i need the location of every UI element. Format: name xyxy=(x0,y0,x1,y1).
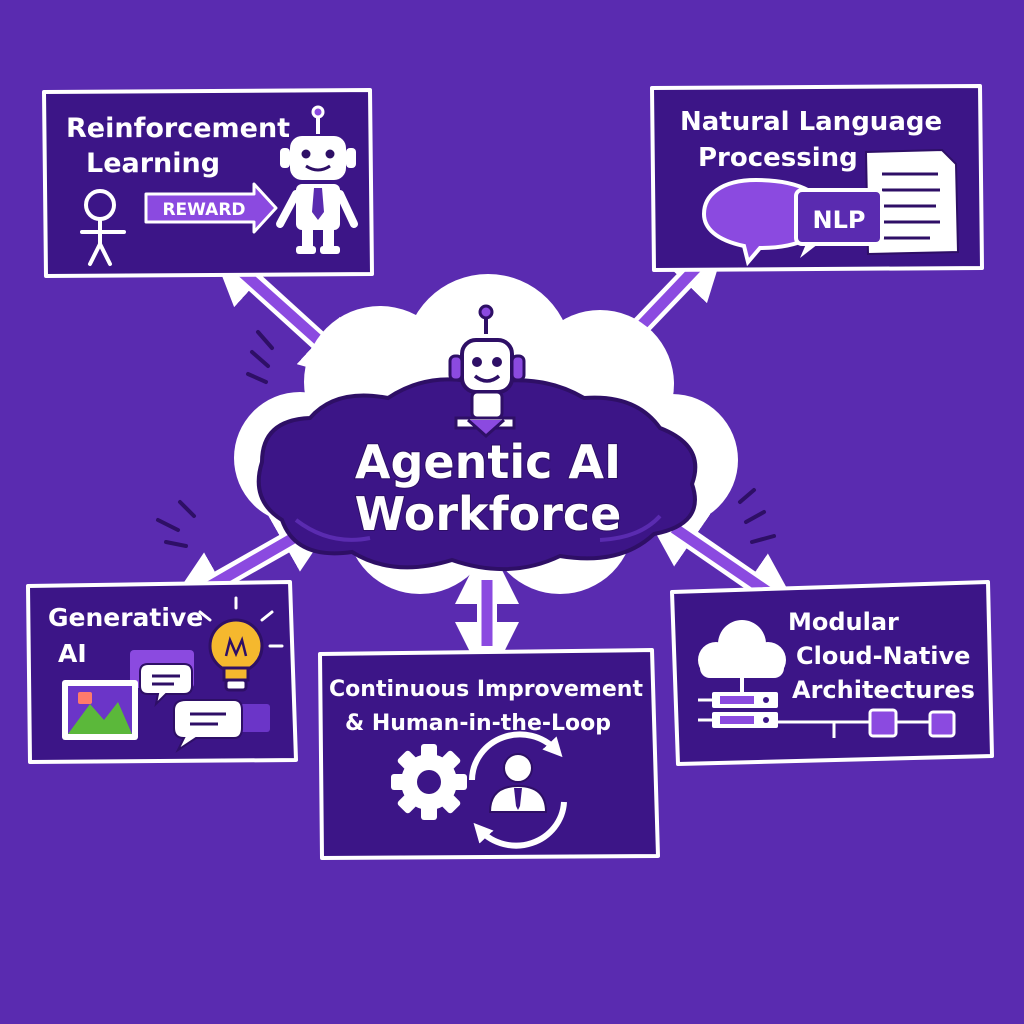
center-title-line2: Workforce xyxy=(355,487,622,541)
generative-title-line1: Generative xyxy=(48,603,203,632)
chat-bubble-large-icon xyxy=(173,699,243,753)
generative-title-line2: AI xyxy=(58,639,87,668)
nlp-title-line1: Natural Language xyxy=(680,107,942,137)
image-icon xyxy=(62,680,138,740)
reinforcement-title-line1: Reinforcement xyxy=(66,113,290,144)
node-generative-ai[interactable]: Generative AI xyxy=(26,580,298,764)
nlp-title-line2: Processing xyxy=(698,143,858,173)
robot-icon xyxy=(276,105,358,254)
card-small-icon xyxy=(240,704,270,732)
reward-tag: REWARD xyxy=(162,200,245,220)
cloud-icon xyxy=(698,620,786,678)
modular-title-line1: Modular xyxy=(788,608,899,636)
modular-title-line3: Architectures xyxy=(792,676,975,704)
chat-bubble-icon xyxy=(139,663,193,708)
center-title-line1: Agentic AI xyxy=(355,435,621,489)
node-reinforcement-learning[interactable]: Reinforcement Learning REWARD xyxy=(42,88,374,278)
nlp-tag-icon xyxy=(794,188,884,258)
reinforcement-title-line2: Learning xyxy=(86,148,220,179)
gear-icon xyxy=(391,744,467,820)
node-modular-cloud-native[interactable]: Modular Cloud-Native Architectures xyxy=(670,580,994,766)
nlp-tag: NLP xyxy=(813,206,866,234)
modular-title-line2: Cloud-Native xyxy=(796,642,970,670)
robot-head-icon xyxy=(448,304,526,439)
lightbulb-icon xyxy=(198,596,284,692)
module-boxes-icon xyxy=(778,708,956,738)
continuous-title-line1: Continuous Improvement xyxy=(329,677,643,702)
center-cloud[interactable]: Agentic AI Workforce xyxy=(234,274,738,594)
continuous-title-line2: & Human-in-the-Loop xyxy=(345,711,611,736)
person-icon xyxy=(80,189,126,266)
reward-arrow-icon xyxy=(144,182,278,234)
human-loop-icon xyxy=(469,731,567,849)
arrow-modular xyxy=(639,503,803,617)
server-stack-icon xyxy=(698,692,778,728)
node-natural-language-processing[interactable]: Natural Language Processing NLP xyxy=(650,84,984,272)
node-continuous-improvement[interactable]: Continuous Improvement & Human-in-the-Lo… xyxy=(318,648,660,860)
